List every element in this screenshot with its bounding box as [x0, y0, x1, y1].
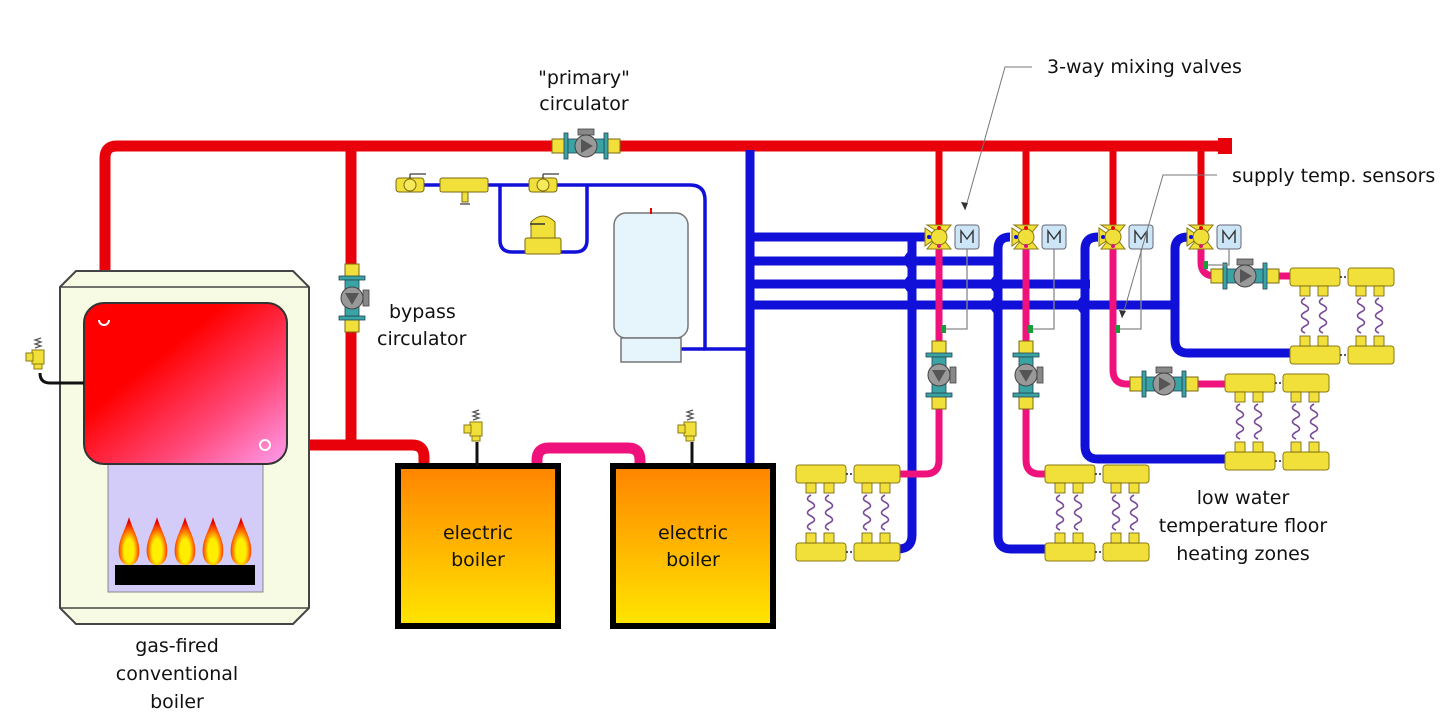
electric-boiler-2-label-2: boiler — [666, 549, 720, 571]
floor-zone-manifold-4 — [1289, 267, 1395, 365]
bypass-circulator-label-2: circulator — [377, 328, 467, 350]
expansion-tank — [613, 208, 689, 363]
valve-actuator-icon — [1041, 224, 1067, 250]
relief-valve-icon — [677, 409, 697, 442]
gas-boiler-label-3: boiler — [150, 691, 204, 713]
flame-icon — [146, 517, 168, 565]
temp-sensor-icon — [1203, 261, 1208, 269]
floor-zone-manifold-3 — [1224, 373, 1330, 471]
return-branches — [750, 232, 1292, 554]
zone-circulator-icon — [1012, 340, 1044, 410]
gas-boiler-label-1: gas-fired — [135, 635, 219, 657]
relief-valve-icon — [463, 409, 483, 442]
burner — [115, 565, 255, 585]
gas-fired-boiler — [25, 270, 310, 625]
header-end-cap — [1218, 138, 1232, 154]
electric-boiler-1 — [395, 409, 561, 629]
supply-temp-sensors — [941, 261, 1208, 333]
return-port-icon — [259, 439, 271, 451]
valve-actuator-icon — [1216, 224, 1242, 250]
supply-port-icon — [98, 319, 110, 326]
bypass-circulator-label-1: bypass — [389, 301, 456, 323]
flame-icon — [230, 517, 252, 565]
supply-header-pipe — [99, 140, 1222, 320]
makeup-water-pipe — [400, 183, 750, 351]
flame-icon — [202, 517, 224, 565]
pressure-reducing-valve-icon — [524, 215, 562, 255]
mixing-valve-icon — [1011, 224, 1039, 250]
primary-circulator-icon — [551, 128, 621, 160]
ball-valve-icon — [395, 173, 427, 193]
bypass-circulator-icon — [338, 263, 370, 333]
mixing-valve-icon — [924, 224, 952, 250]
floor-zones-label-1: low water — [1197, 487, 1290, 509]
zone-circulator-icon — [1129, 366, 1199, 398]
mixing-valve-icon — [1186, 224, 1214, 250]
boiler-outlet-pipe — [268, 439, 430, 468]
ball-valve-icon — [528, 173, 560, 193]
floor-zones-label-2: temperature floor — [1159, 515, 1328, 537]
primary-circulator-label-1: "primary" — [538, 67, 630, 89]
boiler-link-pipe — [531, 442, 646, 468]
gas-boiler-label-2: conventional — [116, 663, 238, 685]
mixing-valves-label: 3-way mixing valves — [1047, 56, 1242, 78]
electric-boiler-2-label-1: electric — [658, 522, 728, 544]
piping — [99, 138, 1292, 554]
electric-boiler-1-label-2: boiler — [451, 549, 505, 571]
valve-actuator-icon — [1128, 224, 1154, 250]
burner-flames — [118, 517, 252, 565]
relief-valve-icon — [25, 337, 45, 370]
floor-zone-manifold-2 — [1044, 464, 1150, 562]
flame-icon — [118, 517, 140, 565]
supply-sensors-label: supply temp. sensors — [1232, 165, 1435, 187]
zone-circulator-icon — [925, 340, 957, 410]
backflow-preventer-icon — [439, 177, 489, 205]
floor-zone-manifold-1 — [795, 464, 901, 562]
temp-sensor-icon — [941, 325, 946, 333]
sensor-wires — [944, 249, 1230, 330]
temp-sensor-icon — [1028, 325, 1033, 333]
temp-sensor-icon — [1115, 325, 1120, 333]
valve-actuator-icon — [954, 224, 980, 250]
electric-boiler-2 — [610, 409, 776, 629]
mixing-valve-icon — [1098, 224, 1126, 250]
zone-circulator-icon — [1210, 258, 1280, 290]
electric-boiler-1-label-1: electric — [443, 522, 513, 544]
floor-zones-label-3: heating zones — [1176, 543, 1309, 565]
flame-icon — [174, 517, 196, 565]
primary-circulator-label-2: circulator — [539, 93, 629, 115]
leader-lines — [964, 66, 1217, 319]
heat-exchanger — [83, 302, 288, 465]
